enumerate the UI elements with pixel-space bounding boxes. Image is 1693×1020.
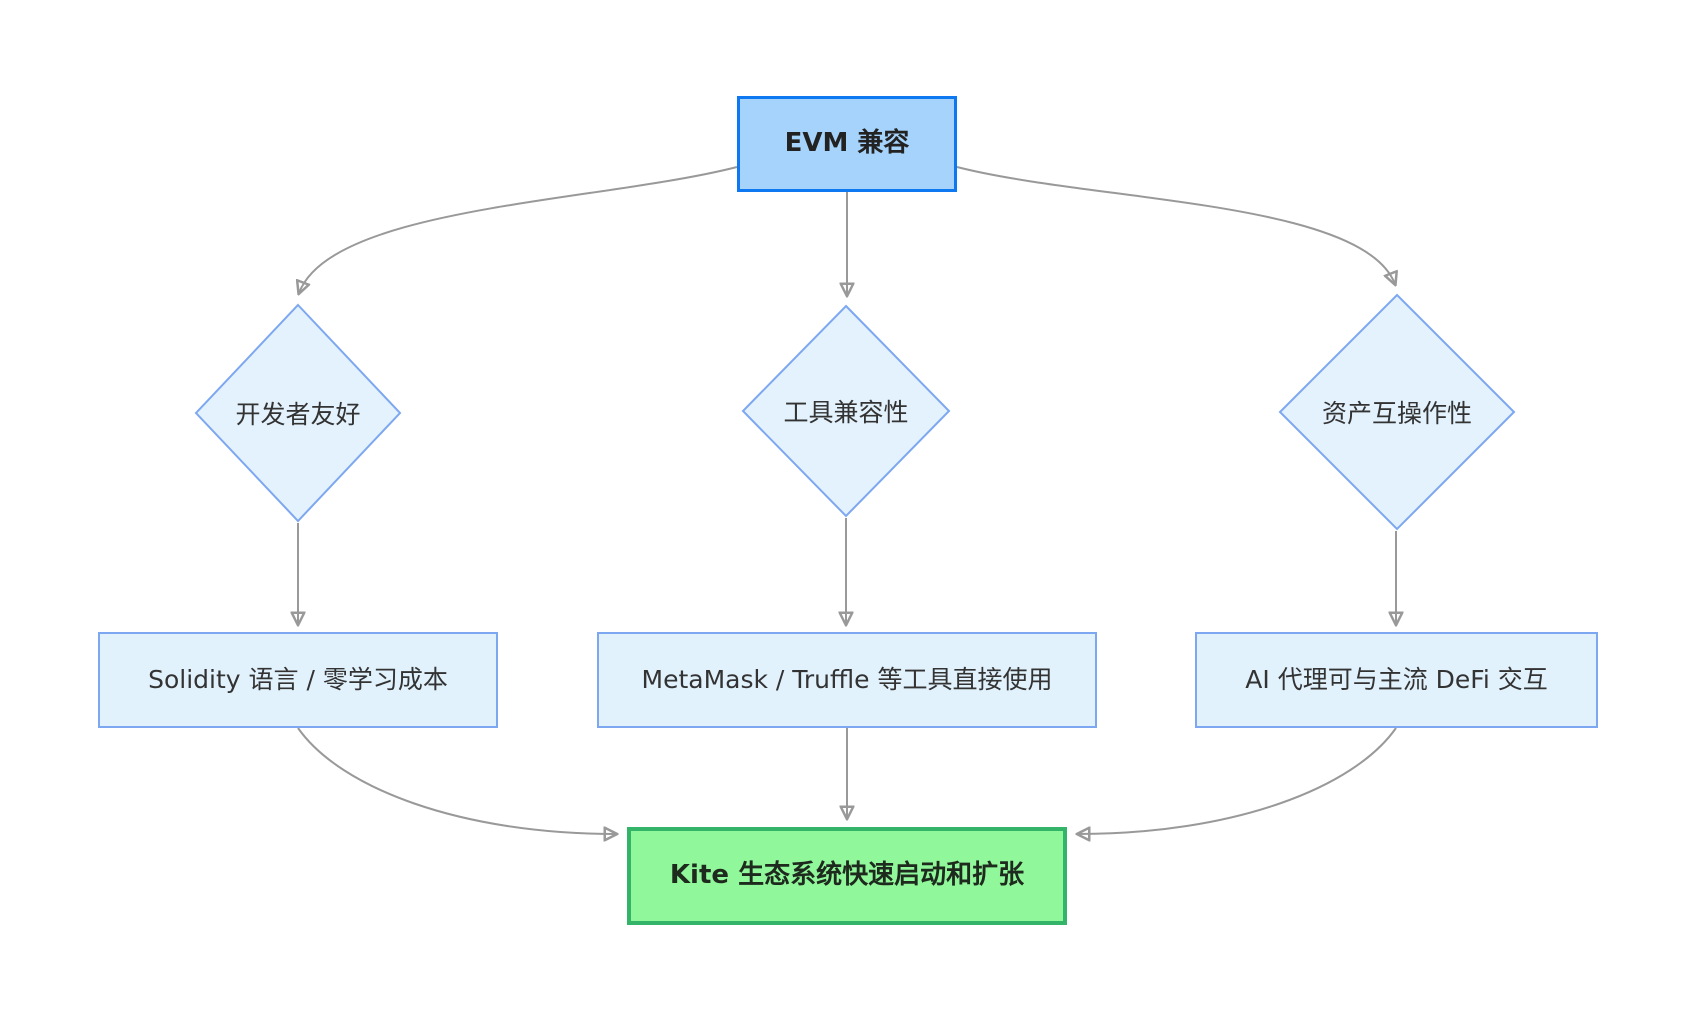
node-solidity-label: Solidity 语言 / 零学习成本 — [148, 664, 448, 694]
node-kite-ecosystem-label: Kite 生态系统快速启动和扩张 — [669, 860, 1025, 891]
node-asset-interop-label: 资产互操作性 — [1321, 399, 1472, 428]
diamond-shape — [1278, 293, 1516, 531]
node-metamask-truffle-label: MetaMask / Truffle 等工具直接使用 — [641, 664, 1053, 694]
diamond-shape — [194, 303, 402, 523]
edge-evm-to-developer-friendly — [299, 166, 738, 293]
node-tool-compat: 工具兼容性 — [741, 304, 951, 518]
node-solidity: Solidity 语言 / 零学习成本 — [98, 632, 498, 728]
node-evm-compat-label: EVM 兼容 — [784, 128, 910, 159]
node-metamask-truffle: MetaMask / Truffle 等工具直接使用 — [597, 632, 1097, 728]
node-ai-defi: AI 代理可与主流 DeFi 交互 — [1195, 632, 1598, 728]
node-evm-compat: EVM 兼容 — [737, 96, 957, 192]
node-kite-ecosystem: Kite 生态系统快速启动和扩张 — [627, 827, 1067, 925]
edge-evm-to-asset-interop — [956, 166, 1395, 284]
node-asset-interop: 资产互操作性 — [1278, 293, 1516, 531]
node-developer-friendly-label: 开发者友好 — [235, 400, 361, 429]
edge-ai-defi-to-kite — [1078, 727, 1397, 834]
edge-solidity-to-kite — [297, 727, 616, 834]
diamond-shape — [741, 304, 951, 518]
node-ai-defi-label: AI 代理可与主流 DeFi 交互 — [1245, 664, 1548, 694]
node-tool-compat-label: 工具兼容性 — [783, 398, 909, 427]
node-developer-friendly: 开发者友好 — [194, 303, 402, 523]
